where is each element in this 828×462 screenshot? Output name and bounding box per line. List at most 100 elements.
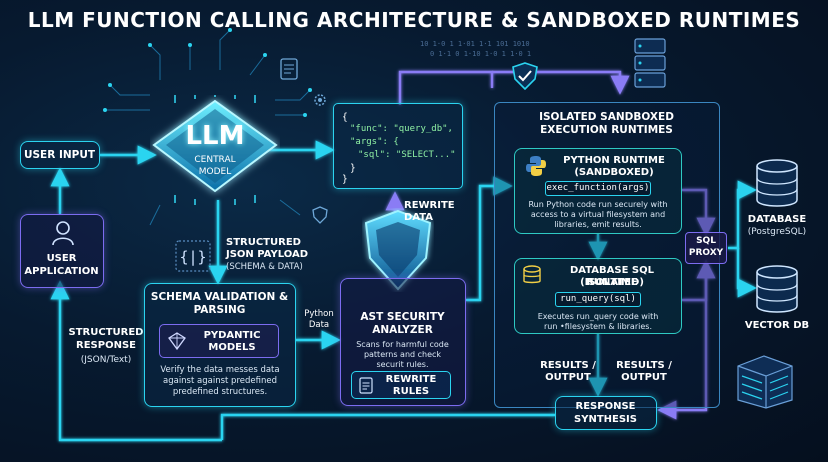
shield-check-icon: [512, 62, 538, 90]
results-left-label-2: OUTPUT: [545, 372, 591, 383]
rewrite-rules-label-2: RULES: [392, 386, 430, 397]
python-runtime-title-1: PYTHON RUNTIME: [563, 155, 665, 166]
python-data-label-2: Data: [308, 320, 330, 330]
llm-subtitle-1: CENTRAL: [194, 155, 236, 165]
exec-function-call: exec_function(args): [546, 183, 650, 193]
vector-database-icon: [756, 265, 798, 313]
arrow-synthesis-to-app: [220, 413, 555, 440]
response-synthesis-label-1: RESPONSE: [575, 401, 636, 412]
ast-desc-2: patterns and check: [363, 350, 442, 359]
circuit-traces: [105, 29, 311, 226]
user-application-box: USER APPLICATION: [20, 214, 104, 288]
results-right-label-2: OUTPUT: [621, 372, 667, 383]
small-shield-icon: [312, 206, 328, 224]
user-input-box: USER INPUT: [20, 141, 100, 169]
python-desc-1: Run Python code run securely with: [528, 200, 668, 209]
user-input-label: USER INPUT: [23, 149, 96, 161]
response-synthesis-label-2: SYNTHESIS: [574, 414, 637, 425]
user-application-label-2: APPLICATION: [24, 266, 99, 277]
response-synthesis-box: RESPONSE SYNTHESIS: [555, 396, 657, 430]
llm-chip-graphic: [152, 95, 278, 205]
vector-db-label: VECTOR DB: [744, 320, 810, 331]
pydantic-label-2: MODELS: [208, 342, 256, 353]
server-cluster-icon: [737, 355, 793, 409]
db-runtime-box: DATABASE SQL RUNTIME (ISOLATED) run_quer…: [514, 258, 682, 334]
schema-validation-title-2: PARSING: [193, 304, 246, 316]
run-query-call: run_query(sql): [560, 294, 636, 304]
server-rack-icon: [634, 38, 666, 88]
llm-subtitle-2: MODEL: [198, 167, 232, 177]
structured-json-label-1: STRUCTURED: [226, 237, 301, 248]
db-runtime-title-2: (ISOLATED): [580, 277, 644, 288]
document-icon: [280, 58, 298, 80]
gear-icon: [314, 94, 326, 106]
python-icon: [526, 156, 546, 176]
db-runtime-title-1: DATABASE SQL RUNTIME: [570, 265, 654, 288]
user-application-label-1: USER: [46, 253, 77, 264]
run-query-call-box: run_query(sql): [555, 292, 641, 307]
ast-desc-1: Scans for harmful code: [356, 340, 449, 349]
schema-validation-box: SCHEMA VALIDATION & PARSING PYDANTIC MOD…: [144, 283, 296, 407]
sandbox-title-1: ISOLATED SANDBOXED: [539, 111, 674, 123]
arrow-results-right: [657, 264, 708, 420]
sandbox-title-2: EXECUTION RUNTIMES: [540, 124, 673, 136]
sql-proxy-label-1: SQL: [696, 236, 716, 246]
arrow-response-loop: [58, 290, 222, 442]
database-label-1: DATABASE: [747, 214, 807, 225]
svg-text:10 1·0 1 1·01 1·1 101 1010: 10 1·0 1 1·01 1·1 101 1010: [420, 40, 530, 48]
code-close-brace-2: }: [342, 174, 348, 185]
pydantic-label-1: PYDANTIC: [203, 330, 261, 341]
person-icon: [52, 221, 74, 246]
python-runtime-box: PYTHON RUNTIME (SANDBOXED) exec_function…: [514, 148, 682, 234]
braces-icon: {|}: [175, 240, 211, 272]
database-label-2: (PostgreSQL): [747, 227, 807, 237]
pydantic-icon: [168, 332, 186, 350]
binary-decoration: 10 1·0 1 1·01 1·1 101 1010 0 1·1 0 1·10 …: [420, 40, 531, 58]
python-desc-3: libraries, emit results.: [554, 220, 642, 229]
svg-text:{|}: {|}: [179, 248, 206, 266]
sql-proxy-box: SQL PROXY: [685, 232, 727, 264]
code-line-3: "sql": "SELECT...": [358, 150, 456, 160]
rewrite-rules-box: REWRITE RULES: [351, 371, 451, 399]
python-desc-2: access to a virtual filesystem and: [530, 210, 666, 219]
sql-proxy-label-2: PROXY: [688, 248, 724, 258]
python-data-label-1: Python: [304, 309, 334, 319]
schema-desc-3: predefined structures.: [172, 387, 268, 397]
python-runtime-title-2: (SANDBOXED): [574, 167, 654, 178]
code-line-2: "args": {: [350, 137, 399, 147]
database-icon: [523, 265, 541, 284]
arrow-python-to-proxy: [682, 188, 716, 237]
rewrite-rules-label-1: REWRITE: [385, 374, 437, 385]
schema-desc-1: Verify the data messes data: [160, 365, 280, 375]
rules-document-icon: [359, 377, 373, 394]
arrow-code-to-sandbox-top: [398, 70, 494, 105]
arrow-proxy-to-vectordb: [736, 248, 757, 298]
db-desc-1: Executes run_query code with: [537, 312, 659, 321]
schema-validation-title-1: SCHEMA VALIDATION &: [150, 291, 289, 303]
structured-json-label-2: JSON PAYLOAD: [226, 249, 308, 260]
arrow-proxy-to-database: [728, 180, 757, 250]
structured-json-label-3: (SCHEMA & DATA): [226, 262, 303, 272]
rewrite-data-label-1: REWRITE: [404, 200, 455, 211]
exec-function-call-box: exec_function(args): [545, 181, 651, 196]
structured-response-label-2: RESPONSE: [76, 340, 136, 351]
circuit-nodes: [103, 28, 312, 117]
structured-response-label-1: STRUCTURED: [68, 327, 144, 338]
llm-title: LLM: [185, 121, 245, 151]
results-right-label-1: RESULTS /: [616, 360, 672, 371]
ast-title-1: AST SECURITY: [360, 311, 445, 323]
ast-desc-3: securit rules.: [376, 360, 429, 369]
schema-desc-2: against against predefined: [163, 376, 277, 386]
db-desc-2: run •filesystem & libraries.: [544, 322, 652, 331]
ast-title-2: ANALYZER: [372, 324, 433, 336]
code-close-brace-1: }: [350, 163, 356, 174]
pydantic-models-box: PYDANTIC MODELS: [159, 324, 279, 358]
ast-analyzer-box: AST SECURITY ANALYZER Scans for harmful …: [340, 278, 466, 406]
svg-text:0 1·1 0 1·10 1·0 1 1·0 1: 0 1·1 0 1·10 1·0 1 1·0 1: [430, 50, 531, 58]
results-left-label-1: RESULTS /: [540, 360, 596, 371]
code-line-1: "func": "query_db",: [350, 124, 453, 134]
postgres-database-icon: [756, 159, 798, 207]
structured-response-label-3: (JSON/Text): [80, 355, 132, 365]
code-snippet-box: { "func": "query_db", "args": { "sql": "…: [333, 103, 463, 189]
